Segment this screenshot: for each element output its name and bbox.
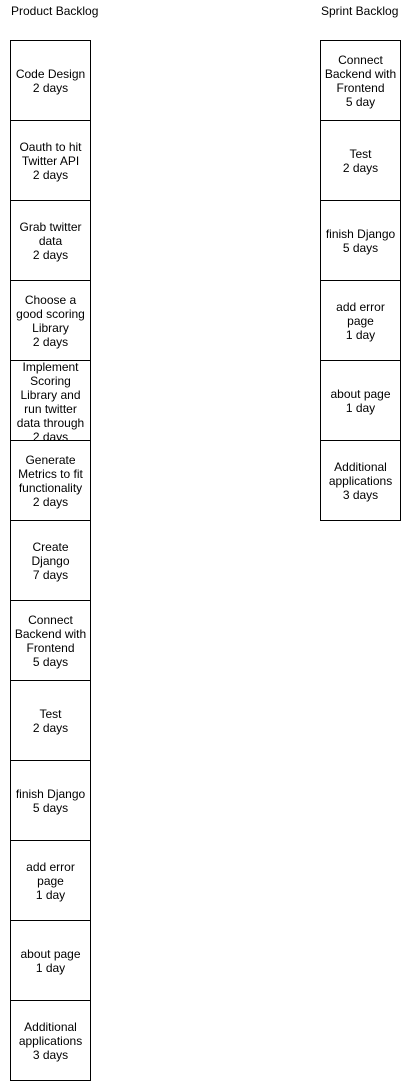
card-duration: 1 day (35, 887, 66, 902)
sprint-backlog-column: Connect Backend with Frontend 5 day Test… (320, 40, 401, 521)
sprint-backlog-card[interactable]: add error page 1 day (320, 280, 401, 361)
card-task: about page (20, 946, 81, 961)
product-backlog-card[interactable]: Oauth to hit Twitter API 2 days (10, 120, 91, 201)
card-duration: 1 day (345, 400, 376, 415)
sprint-backlog-card[interactable]: Additional applications 3 days (320, 440, 401, 521)
card-task: Choose a good scoring Library (16, 292, 85, 335)
card-task: Connect Backend with Frontend (14, 612, 87, 655)
card-task: Code Design (15, 66, 86, 81)
sprint-backlog-card[interactable]: finish Django 5 days (320, 200, 401, 281)
product-backlog-card[interactable]: Test 2 days (10, 680, 91, 761)
card-duration: 5 days (32, 654, 69, 669)
card-duration: 5 days (342, 240, 379, 255)
sprint-backlog-card[interactable]: Test 2 days (320, 120, 401, 201)
card-duration: 2 days (32, 247, 69, 262)
product-backlog-card[interactable]: Grab twitter data 2 days (10, 200, 91, 281)
card-duration: 1 day (345, 327, 376, 342)
sprint-backlog-card[interactable]: Connect Backend with Frontend 5 day (320, 40, 401, 121)
card-duration: 1 day (35, 960, 66, 975)
card-task: Additional applications (328, 459, 393, 488)
product-backlog-title: Product Backlog (11, 4, 99, 18)
sprint-backlog-title: Sprint Backlog (321, 4, 399, 18)
card-task: Create Django (31, 539, 70, 568)
card-task: add error page (336, 299, 385, 328)
card-task: about page (330, 386, 391, 401)
card-duration: 5 day (345, 94, 376, 109)
card-task: Connect Backend with Frontend (324, 52, 397, 95)
card-task: finish Django (325, 226, 396, 241)
product-backlog-card[interactable]: finish Django 5 days (10, 760, 91, 841)
card-duration: 2 days (342, 160, 379, 175)
card-duration: 2 days (32, 167, 69, 182)
product-backlog-card[interactable]: Create Django 7 days (10, 520, 91, 601)
product-backlog-card[interactable]: Code Design 2 days (10, 40, 91, 121)
product-backlog-card[interactable]: add error page 1 day (10, 840, 91, 921)
card-duration: 3 days (342, 487, 379, 502)
card-duration: 3 days (32, 1047, 69, 1062)
card-task: Additional applications (18, 1019, 83, 1048)
sprint-backlog-card[interactable]: about page 1 day (320, 360, 401, 441)
card-duration: 2 days (32, 430, 69, 441)
card-duration: 2 days (32, 334, 69, 349)
product-backlog-card[interactable]: Implement Scoring Library and run twitte… (10, 360, 91, 441)
product-backlog-card[interactable]: Additional applications 3 days (10, 1000, 91, 1081)
card-task: Implement Scoring Library and run twitte… (16, 360, 85, 430)
product-backlog-column: Code Design 2 days Oauth to hit Twitter … (10, 40, 91, 1081)
product-backlog-card[interactable]: Generate Metrics to fit functionality 2 … (10, 440, 91, 521)
card-task: add error page (26, 859, 75, 888)
product-backlog-card[interactable]: about page 1 day (10, 920, 91, 1001)
card-task: Grab twitter data (19, 219, 82, 248)
card-duration: 7 days (32, 567, 69, 582)
card-duration: 2 days (32, 80, 69, 95)
card-task: Test (349, 146, 372, 161)
card-task: Generate Metrics to fit functionality (18, 452, 83, 495)
card-task: Test (39, 706, 62, 721)
card-task: Oauth to hit Twitter API (19, 139, 82, 168)
card-task: finish Django (15, 786, 86, 801)
card-duration: 5 days (32, 800, 69, 815)
product-backlog-card[interactable]: Connect Backend with Frontend 5 days (10, 600, 91, 681)
card-duration: 2 days (32, 720, 69, 735)
product-backlog-card[interactable]: Choose a good scoring Library 2 days (10, 280, 91, 361)
card-duration: 2 days (32, 494, 69, 509)
